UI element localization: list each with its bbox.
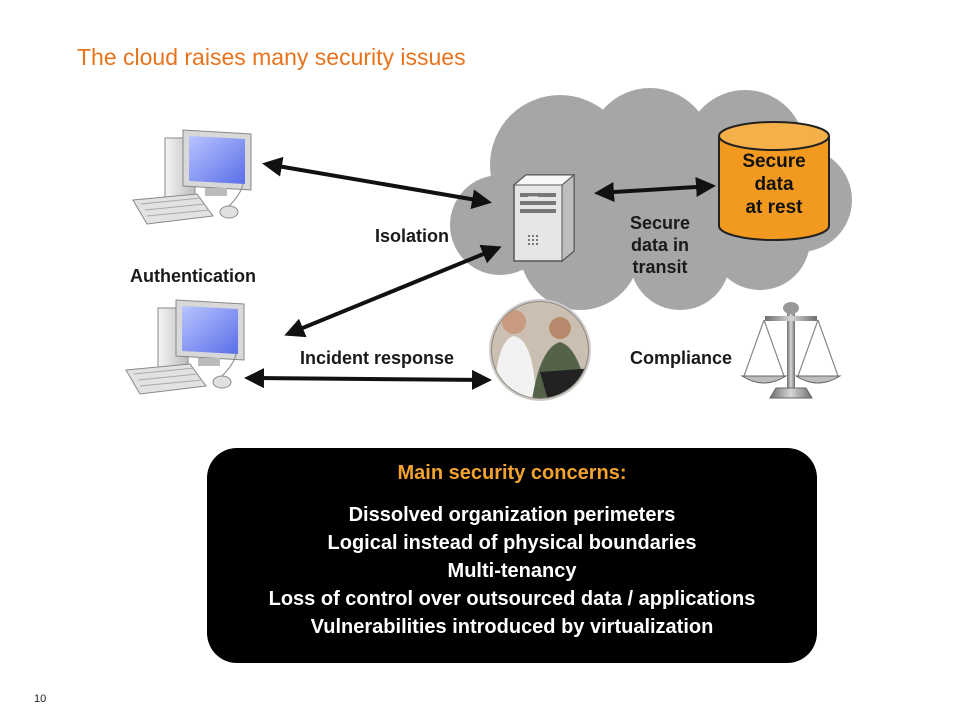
concern-item: Logical instead of physical boundaries — [327, 532, 697, 554]
concern-item: Vulnerabilities introduced by virtualiza… — [310, 616, 714, 638]
security-concerns-box: Main security concerns: Dissolved organi… — [207, 448, 817, 663]
incident-response-label: Incident response — [300, 348, 455, 368]
concern-item: Dissolved organization perimeters — [348, 504, 676, 526]
arrow-top-computer-server — [262, 156, 492, 210]
concern-item: Loss of control over outsourced data / a… — [268, 588, 756, 610]
slide-title: The cloud raises many security issues — [77, 44, 466, 70]
concerns-list: Dissolved organization perimeters Logica… — [207, 501, 817, 641]
desktop-computer-icon — [132, 129, 252, 225]
arrow-bottom-computer-server — [284, 244, 502, 338]
arrow-computer-people — [244, 368, 492, 390]
authentication-label: Authentication — [130, 266, 256, 286]
database-icon — [718, 121, 830, 241]
secure-data-in-transit-label: Secure data in transit — [618, 212, 702, 278]
people-photo-icon — [489, 299, 591, 401]
rest-label-line: data — [754, 174, 794, 195]
secure-data-at-rest-label: Secure data at rest — [720, 150, 828, 219]
server-icon — [512, 173, 576, 263]
page-number: 10 — [34, 693, 47, 705]
rest-label-line: at rest — [745, 197, 803, 218]
rest-label-line: Secure — [742, 151, 806, 172]
connection-arrows — [244, 156, 716, 390]
transit-label-line: data in — [630, 235, 689, 255]
concern-item: Multi-tenancy — [447, 560, 577, 582]
concerns-heading: Main security concerns: — [397, 462, 627, 484]
transit-label-line: Secure — [629, 213, 691, 233]
desktop-computer-icon — [125, 299, 245, 395]
compliance-label: Compliance — [630, 348, 733, 368]
arrow-server-database — [594, 176, 716, 203]
scales-icon — [740, 302, 842, 399]
isolation-label: Isolation — [375, 226, 450, 246]
transit-label-line: transit — [632, 257, 688, 277]
